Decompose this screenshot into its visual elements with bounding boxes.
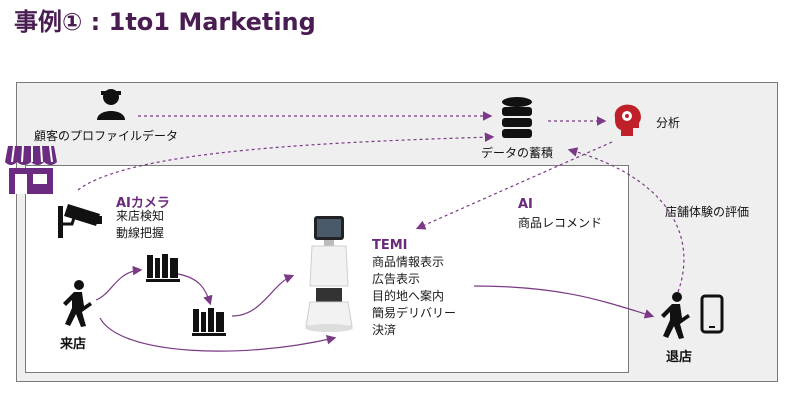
arrow-shelf1-to-shelf2: [177, 273, 213, 306]
temi-feature: 決済: [372, 323, 397, 337]
ai-camera-list: 来店検知 動線把握: [116, 208, 164, 242]
security-camera-icon: [58, 204, 102, 238]
database-icon: [502, 97, 532, 138]
temi-title: TEMI: [372, 238, 408, 253]
arrow-enter-to-shelf1: [95, 265, 143, 301]
person-icon: [97, 89, 125, 120]
arrow-shelf2-to-robot: [231, 274, 295, 317]
store-evaluation-label: 店舗体験の評価: [665, 205, 750, 219]
arrow-exit-to-db: [567, 147, 685, 293]
customer-profile-label: 顧客のプロファイルデータ: [34, 129, 179, 143]
temi-feature: 簡易デリバリー: [372, 306, 457, 320]
walking-person-icon: [63, 280, 92, 327]
ai-title: AI: [518, 197, 533, 212]
temi-feature: 目的地へ案内: [372, 289, 445, 303]
arrow-temi-to-exit: [473, 285, 655, 319]
arrow-enter-to-robot: [99, 317, 337, 352]
enter-store-label: 来店: [60, 337, 87, 352]
page-title: 事例① : 1to1 Marketing: [14, 8, 316, 36]
ai-camera-item: 動線把握: [116, 226, 165, 240]
bookshelf-icon: [192, 308, 226, 336]
ai-camera-item: 来店検知: [116, 209, 165, 223]
arrow-ai-to-temi: [415, 141, 613, 230]
bookshelf-icon: [146, 254, 180, 282]
data-store-label: データの蓄積: [481, 146, 554, 160]
smartphone-icon: [700, 294, 724, 334]
arrow-camera-to-db: [77, 132, 495, 191]
temi-feature: 商品情報表示: [372, 255, 445, 269]
brain-gear-icon: [614, 104, 641, 136]
analysis-label: 分析: [656, 116, 681, 130]
store-icon: [5, 145, 57, 194]
temi-feature: 広告表示: [372, 272, 421, 286]
robot-icon: [305, 216, 353, 332]
temi-feature-list: 商品情報表示 広告表示 目的地へ案内 簡易デリバリー 決済: [372, 254, 456, 339]
ai-recommend-label: 商品レコメンド: [518, 216, 603, 230]
exit-store-label: 退店: [666, 350, 693, 365]
ai-camera-title: AIカメラ: [116, 196, 170, 211]
walking-person-icon: [661, 292, 690, 339]
